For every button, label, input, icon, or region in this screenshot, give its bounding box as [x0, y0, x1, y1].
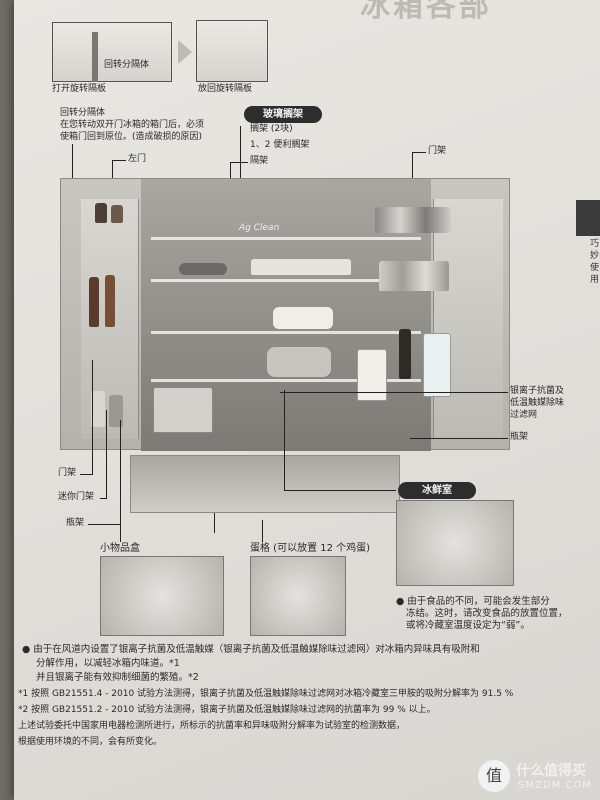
return-pivot-label: 放回旋转隔板 — [198, 84, 253, 94]
silver-ion-label-3: 过滤网 — [510, 410, 538, 420]
fresh-drawer — [130, 455, 400, 513]
partition-leader — [230, 162, 248, 163]
tab-char-3: 使 — [590, 263, 600, 273]
fresh-room-photo — [396, 500, 514, 586]
tab-char-1: 巧 — [590, 239, 600, 249]
note-line2: 分解作用，以减轻冰箱内味道。*1 — [36, 658, 180, 669]
door-rack-right-leader — [412, 152, 426, 153]
jar-2 — [111, 205, 123, 223]
cans-row-2 — [379, 261, 449, 291]
shelf-2 — [151, 279, 421, 282]
shelf-1 — [151, 237, 421, 240]
ag-clean-logo: Ag Clean — [239, 223, 280, 233]
fresh-note-line3: 或将冷藏室温度设定为“弱”。 — [406, 620, 530, 631]
egg-tray-photo — [250, 556, 346, 636]
door-rack-left-leader-v — [92, 360, 93, 475]
small-box-leader — [120, 520, 121, 542]
small-box-photo — [100, 556, 224, 636]
bottle-rack-left-label: 瓶架 — [66, 518, 85, 528]
wine-bottle-right — [399, 329, 411, 379]
left-door-leader — [112, 160, 126, 161]
bottle-rack-left-leader — [88, 524, 120, 525]
mini-door-rack-label: 迷你门架 — [58, 492, 95, 502]
food-containers — [251, 259, 351, 275]
door-rack-left-leader — [80, 474, 92, 475]
watermark-site: SMZDM.COM — [518, 780, 592, 791]
door-rack-right-label: 门架 — [428, 146, 447, 156]
small-box-label: 小物品盒 — [100, 543, 140, 554]
pivot-label: 回转分隔体 — [104, 60, 150, 70]
silver-ion-leader — [280, 392, 508, 393]
bottle-rack-left-leader-v — [120, 420, 121, 525]
fresh-room-title: 冰鲜室 — [398, 482, 476, 499]
section-tab-text: 巧 妙 使 用 — [590, 238, 600, 286]
cooking-pot — [267, 347, 331, 377]
watermark-text: 什么值得买 — [516, 763, 586, 779]
note-line7: 根据使用环境的不同，会有所变化。 — [18, 737, 163, 747]
bottle-wine-2 — [105, 275, 115, 327]
note-line5: *2 按照 GB21551.2 - 2010 试验方法测得，银离子抗菌及低温触媒… — [18, 705, 436, 715]
left-door-label: 左门 — [128, 154, 147, 164]
note-line1: ● 由于在风道内设置了银离子抗菌及低温触媒（银离子抗菌及低温触媒除味过滤网）对冰… — [22, 644, 480, 655]
carton — [357, 349, 387, 401]
mini-door-rack-leader-v — [106, 410, 107, 499]
bottle-rack-right-label: 瓶架 — [510, 432, 529, 442]
header-fragment: 冰箱各部 — [360, 0, 492, 20]
fresh-room-photo-leader — [214, 513, 215, 533]
pivot-edge — [92, 32, 98, 82]
open-pivot-label: 打开旋转隔板 — [52, 84, 107, 94]
jar-1 — [95, 203, 107, 223]
fresh-room-leader — [284, 490, 396, 491]
shelf-4 — [151, 379, 421, 382]
smzdm-watermark: 值 什么值得买 SMZDM.COM — [478, 758, 600, 800]
partition-shelf-label: 隔架 — [250, 156, 269, 166]
mini-door-rack-leader — [100, 498, 106, 499]
bottle-4 — [109, 395, 123, 427]
return-pivot-illustration — [196, 20, 268, 82]
bottle-3 — [91, 391, 105, 427]
fresh-room-leader-v — [284, 390, 285, 490]
silver-ion-label-2: 低温触媒除味 — [510, 398, 565, 408]
glass-shelf-bracket — [240, 126, 241, 192]
fridge-interior-photo: Ag Clean — [60, 178, 510, 451]
open-pivot-illustration — [52, 22, 172, 82]
callout-text-2: 使箱门回到原位。(造成破损的原因) — [60, 132, 203, 142]
cans-row-1 — [375, 207, 451, 233]
value-icon: 值 — [478, 760, 510, 792]
tab-char-4: 用 — [590, 275, 600, 285]
fresh-note-line1: ● 由于食品的不同，可能会发生部分 — [396, 596, 550, 607]
glass-shelf-title: 玻璃搁架 — [244, 106, 322, 123]
arrow-right-icon — [178, 40, 192, 64]
bottle-wine-1 — [89, 277, 99, 327]
note-line4: *1 按照 GB21551.4 - 2010 试验方法测得，银离子抗菌及低温触媒… — [18, 689, 514, 699]
tab-char-2: 妙 — [590, 251, 600, 261]
callout-title: 回转分隔体 — [60, 108, 106, 118]
convenient-shelf-label: 1、2 便利搁架 — [250, 140, 310, 150]
fruit-plate — [179, 263, 227, 275]
shelf-count-label: 搁架 (2块) — [250, 124, 293, 134]
water-bottle — [423, 333, 451, 397]
note-line3: 并且银离子能有效抑制细菌的繁殖。*2 — [36, 672, 199, 683]
shelf-3 — [151, 331, 421, 334]
callout-text-1: 在您转动双开门冰箱的箱门后，必须 — [60, 120, 205, 130]
fresh-note-line2: 冻结。这时，请改变食品的放置位置， — [406, 608, 568, 619]
section-tab — [576, 200, 600, 236]
left-door-leader-v — [112, 160, 113, 190]
egg-basket — [273, 307, 333, 329]
silver-ion-label-1: 银离子抗菌及 — [510, 386, 565, 396]
bottle-rack-right-leader — [410, 438, 508, 439]
egg-tray-leader — [262, 520, 263, 542]
right-door-panel — [433, 199, 503, 439]
door-rack-left-label: 门架 — [58, 468, 77, 478]
note-line6: 上述试验委托中国家用电器检测所进行，所标示的抗菌率和异味吸附分解率为试验室的检测… — [18, 721, 406, 731]
egg-tray-label: 蛋格 (可以放置 12 个鸡蛋) — [250, 543, 371, 554]
small-box-front — [153, 387, 213, 433]
